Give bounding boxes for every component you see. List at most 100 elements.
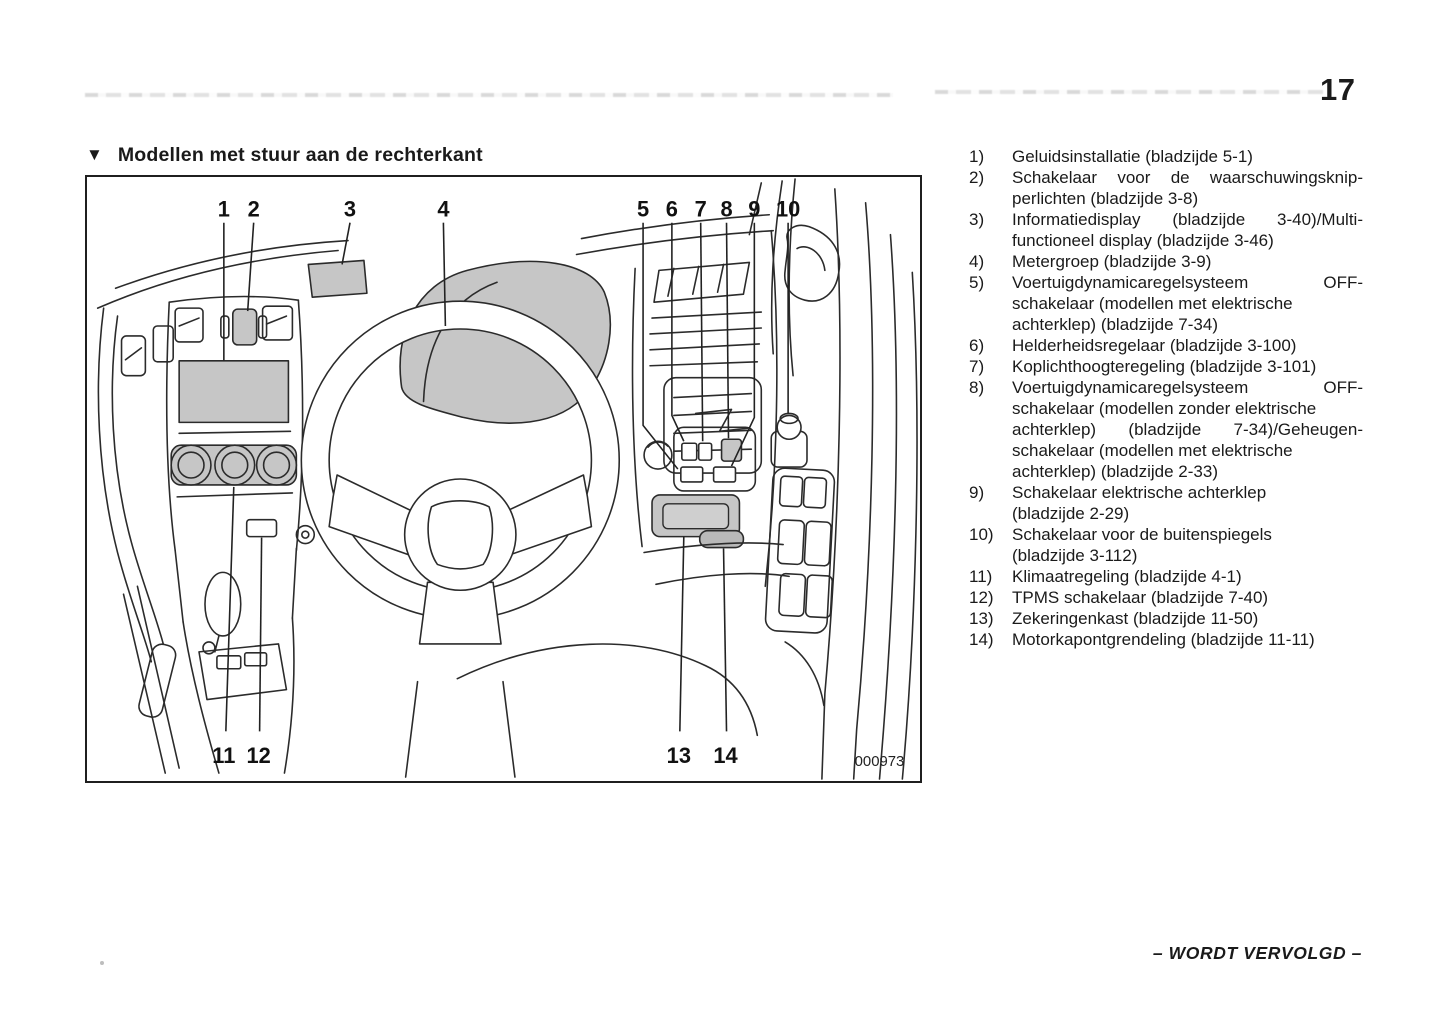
callout-number-1: 1 (218, 197, 230, 222)
legend-item-number: 10) (969, 525, 994, 544)
left-center-vent (174, 307, 204, 343)
legend-item: 14) Motorkapontgrendeling (bladzijde 11-… (969, 629, 1363, 650)
legend-item: 3) Informatiedisplay (bladzijde 3-40)/Mu… (969, 209, 1363, 251)
legend-item: 1) Geluidsinstallatie (bladzijde 5-1) (969, 146, 1363, 167)
legend-line: Geluidsinstallatie (bladzijde 5-1) (1012, 147, 1253, 166)
legend-list: 1) Geluidsinstallatie (bladzijde 5-1) 2)… (969, 146, 1363, 650)
gear-shifter (174, 547, 298, 774)
callout-number-12: 12 (246, 743, 270, 768)
right-center-vent (261, 305, 294, 341)
legend-line: Metergroep (bladzijde 3-9) (1012, 252, 1212, 271)
legend-item: 5) Voertuigdynamicaregelsysteem OFF-scha… (969, 272, 1363, 335)
callout-lines (223, 222, 789, 732)
legend-line: Schakelaar voor de buitenspiegels (1012, 525, 1272, 544)
callout-numbers: 1 2 3 4 5 6 7 8 9 10 11 12 13 14 000973 (212, 197, 904, 770)
legend-item-number: 11) (969, 567, 993, 586)
legend-line: functioneel display (bladzijde 3-46) (1012, 231, 1274, 250)
legend-item-text: Helderheidsregelaar (bladzijde 3-100) (1012, 335, 1363, 356)
legend-item-number: 5) (969, 273, 985, 292)
dashboard-illustration: 1 2 3 4 5 6 7 8 9 10 11 12 13 14 000973 (96, 178, 918, 780)
legend-item-text: Koplichthoogteregeling (bladzijde 3-101) (1012, 356, 1363, 377)
legend-item-text: Metergroep (bladzijde 3-9) (1012, 251, 1363, 272)
scan-speck (100, 961, 104, 965)
legend-item: 7) Koplichthoogteregeling (bladzijde 3-1… (969, 356, 1363, 377)
legend-item: 9) Schakelaar elektrische achterklep (bla… (969, 482, 1363, 524)
callout-number-5: 5 (637, 197, 649, 222)
legend-item-text: Schakelaar elektrische achterklep (bladzi… (1012, 482, 1363, 524)
dashboard-outline (96, 213, 775, 663)
door-pull (783, 224, 841, 302)
dashboard-figure: 1 2 3 4 5 6 7 8 9 10 11 12 13 14 000973 (85, 175, 922, 783)
callout-number-6: 6 (666, 197, 678, 222)
tpms-switch (245, 518, 278, 538)
callout-number-10: 10 (776, 197, 800, 222)
hazard-switch (231, 308, 258, 346)
legend-line: schakelaar (modellen met elektrische (1012, 441, 1293, 460)
legend-line: (bladzijde 2-29) (1012, 504, 1130, 523)
callout-number-8: 8 (720, 197, 732, 222)
defroster-vent (653, 261, 751, 303)
legend-line: achterklep) (bladzijde 7-34) (1012, 315, 1218, 334)
legend-item-text: Zekeringenkast (bladzijde 11-50) (1012, 608, 1363, 629)
legend-item: 10) Schakelaar voor de buitenspiegels (bl… (969, 524, 1363, 566)
door-panel (748, 178, 918, 780)
legend-item-number: 9) (969, 483, 985, 502)
scan-artifact-line-left (85, 93, 893, 97)
callout-number-14: 14 (713, 743, 738, 768)
steering-hub (403, 478, 517, 592)
legend-line: (bladzijde 3-112) (1012, 546, 1138, 565)
footwell-area (122, 585, 180, 774)
legend-item: 11) Klimaatregeling (bladzijde 4-1) (969, 566, 1363, 587)
legend-line: Helderheidsregelaar (bladzijde 3-100) (1012, 336, 1297, 355)
page-number: 17 (1320, 72, 1356, 107)
figure-code: 000973 (855, 754, 905, 770)
steering-column (404, 680, 419, 778)
legend-item-text: TPMS schakelaar (bladzijde 7-40) (1012, 587, 1363, 608)
legend-line: Schakelaar voor de waarschuwingsknip- (1012, 168, 1363, 187)
legend-item-number: 2) (969, 168, 985, 187)
legend-line: schakelaar (modellen met elektrische (1012, 294, 1293, 313)
callout-number-3: 3 (344, 197, 356, 222)
legend-item-number: 7) (969, 357, 985, 376)
callout-number-11: 11 (212, 743, 235, 768)
legend-item-number: 8) (969, 378, 985, 397)
switch-cluster (673, 426, 757, 492)
side-air-vent (663, 376, 763, 474)
audio-display (178, 359, 290, 424)
legend-item: 12) TPMS schakelaar (bladzijde 7-40) (969, 587, 1363, 608)
section-heading: ▼ Modellen met stuur aan de rechterkant (86, 143, 483, 167)
legend-item-text: Klimaatregeling (bladzijde 4-1) (1012, 566, 1363, 587)
legend-item-number: 4) (969, 252, 985, 271)
legend-item: 2) Schakelaar voor de waarschuwingsknip-… (969, 167, 1363, 209)
legend-item: 6) Helderheidsregelaar (bladzijde 3-100) (969, 335, 1363, 356)
info-display (307, 259, 368, 298)
callout-number-2: 2 (248, 197, 260, 222)
legend-line: Schakelaar elektrische achterklep (1012, 483, 1267, 502)
right-console (456, 229, 790, 737)
legend-line: perlichten (bladzijde 3-8) (1012, 189, 1199, 208)
legend-line: Koplichthoogteregeling (bladzijde 3-101) (1012, 357, 1317, 376)
legend-item-text: Motorkapontgrendeling (bladzijde 11-11) (1012, 629, 1363, 650)
legend-line: Voertuigdynamicaregelsysteem OFF- (1012, 378, 1363, 397)
scan-artifact-line-right (935, 90, 1323, 94)
legend-line: TPMS schakelaar (bladzijde 7-40) (1012, 588, 1269, 607)
power-socket (295, 524, 316, 545)
triangle-marker-icon: ▼ (86, 145, 103, 164)
climate-knobs (170, 444, 298, 486)
callout-number-9: 9 (748, 197, 760, 222)
left-dash-vent (120, 335, 147, 377)
legend-item-number: 12) (969, 588, 994, 607)
continuation-footer: – WORDT VERVOLGD – (1152, 943, 1362, 963)
legend-item-number: 6) (969, 336, 985, 355)
legend-item-text: Voertuigdynamicaregelsysteem OFF-schakel… (1012, 377, 1363, 482)
legend-line: Informatiedisplay (bladzijde 3-40)/Multi… (1012, 210, 1363, 229)
legend-item: 13) Zekeringenkast (bladzijde 11-50) (969, 608, 1363, 629)
mirror-switch (770, 412, 808, 468)
legend-item-number: 13) (969, 609, 994, 628)
legend-item-number: 1) (969, 147, 985, 166)
steering-wheel (300, 300, 621, 778)
section-title: Modellen met stuur aan de rechterkant (117, 144, 483, 166)
window-switch-panel (764, 467, 836, 634)
legend-item: 8) Voertuigdynamicaregelsysteem OFF-scha… (969, 377, 1363, 482)
legend-item-text: Schakelaar voor de waarschuwingsknip-per… (1012, 167, 1363, 209)
